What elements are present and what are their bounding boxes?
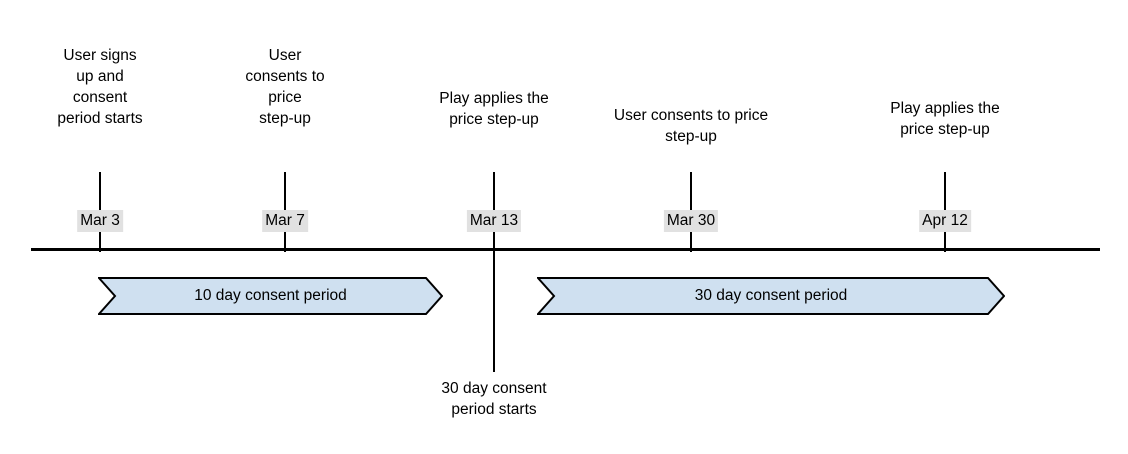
event-date-chip: Mar 30 [663,210,719,232]
event-caption: User signs up and consent period starts [57,47,143,127]
banner-chevron-shape [537,277,1005,315]
event-date-chip: Mar 13 [466,210,522,232]
event-date-chip: Apr 12 [919,210,971,232]
event-caption: User consents to price step-up [245,47,325,127]
below-axis-note: 30 day consent period starts [441,380,547,418]
event-date-chip: Mar 7 [262,210,308,232]
consent-period-label: 10 day consent period [194,287,347,304]
consent-period-label: 30 day consent period [694,287,848,304]
timeline-axis-line [31,248,1100,251]
consent-period-banner: 10 day consent period [98,277,443,315]
event-date-chip: Mar 3 [77,210,123,232]
event-caption: User consents to price step-up [613,107,769,145]
event-tick-stem [493,172,495,372]
banner-chevron-shape [98,277,443,315]
event-caption: Play applies the price step-up [890,100,1000,138]
consent-period-banner: 30 day consent period [537,277,1005,315]
event-caption: Play applies the price step-up [439,90,549,128]
